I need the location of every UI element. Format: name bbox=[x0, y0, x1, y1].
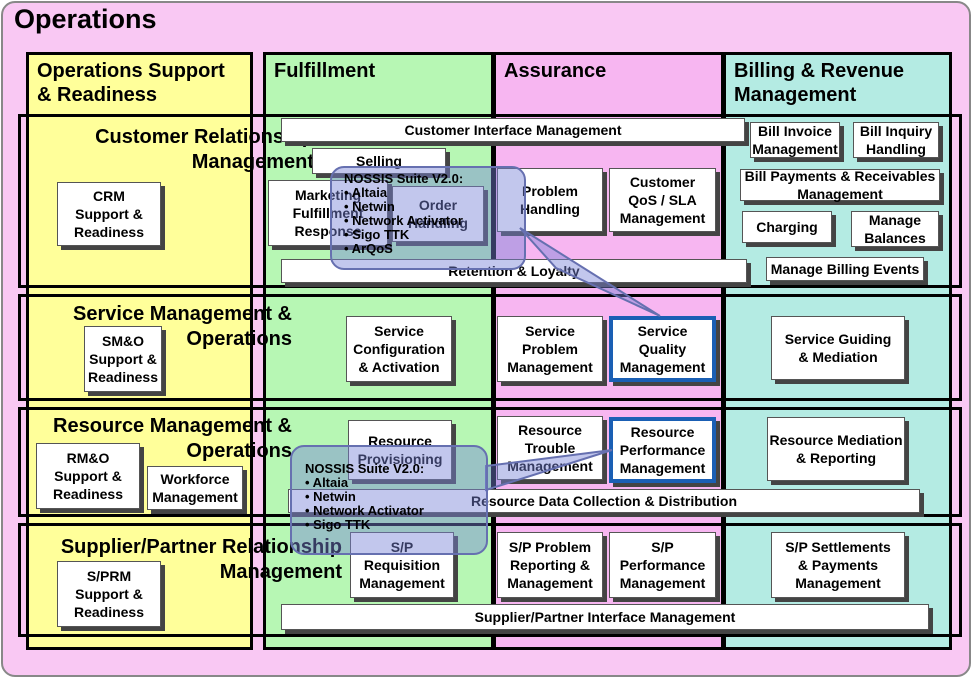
manage-billing-events-box[interactable]: Manage Billing Events bbox=[766, 257, 924, 281]
service-quality-box[interactable]: Service Quality Management bbox=[609, 316, 716, 382]
callout-bottom-pointer bbox=[485, 449, 613, 492]
row-sprm bbox=[18, 523, 962, 637]
page-title: Operations bbox=[14, 4, 157, 34]
sp-interface-box[interactable]: Supplier/Partner Interface Management bbox=[281, 604, 929, 630]
nossis-callout-top-text: NOSSIS Suite V2.0: • Altaia • Netwin • N… bbox=[344, 171, 464, 256]
resource-performance-box[interactable]: Resource Performance Management bbox=[609, 417, 716, 483]
resource-data-box[interactable]: Resource Data Collection & Distribution bbox=[288, 489, 920, 513]
column-fulfillment-header: Fulfillment bbox=[274, 60, 376, 82]
smo-support-box[interactable]: SM&O Support & Readiness bbox=[84, 326, 162, 392]
workforce-box[interactable]: Workforce Management bbox=[147, 466, 243, 510]
customer-interface-box[interactable]: Customer Interface Management bbox=[281, 118, 745, 142]
row-smo bbox=[18, 294, 962, 401]
nossis-callout-top bbox=[330, 166, 526, 270]
rmo-support-box[interactable]: RM&O Support & Readiness bbox=[36, 443, 140, 509]
column-assurance-header: Assurance bbox=[504, 60, 607, 82]
service-config-box[interactable]: Service Configuration & Activation bbox=[346, 316, 452, 382]
row-crm bbox=[18, 114, 962, 288]
manage-balances-box[interactable]: Manage Balances bbox=[851, 211, 939, 247]
charging-box[interactable]: Charging bbox=[742, 211, 832, 243]
sp-problem-box[interactable]: S/P Problem Reporting & Management bbox=[497, 532, 603, 598]
bill-invoice-box[interactable]: Bill Invoice Management bbox=[750, 122, 840, 158]
sprm-support-box[interactable]: S/PRM Support & Readiness bbox=[57, 561, 161, 627]
nossis-callout-bottom-text: NOSSIS Suite V2.0: • Altaia • Netwin • N… bbox=[305, 461, 425, 532]
order-handling-box[interactable]: Order Handling bbox=[392, 186, 484, 242]
resource-provisioning-box[interactable]: Resource Provisioning bbox=[348, 420, 452, 480]
row-rmo bbox=[18, 407, 962, 517]
sp-settlements-box[interactable]: S/P Settlements & Payments Management bbox=[771, 532, 905, 598]
nossis-callout-bottom bbox=[290, 445, 488, 555]
row-rmo-label: Resource Management & Operations bbox=[53, 415, 292, 462]
customer-qos-box[interactable]: Customer QoS / SLA Management bbox=[609, 168, 716, 232]
sp-requisition-box[interactable]: S/P Requisition Management bbox=[350, 532, 454, 598]
marketing-box[interactable]: Marketing Fulfillment Response bbox=[268, 180, 388, 246]
service-guiding-box[interactable]: Service Guiding & Mediation bbox=[771, 316, 905, 380]
service-problem-box[interactable]: Service Problem Management bbox=[497, 316, 603, 382]
bill-payments-box[interactable]: Bill Payments & Receivables Management bbox=[740, 168, 940, 202]
column-billing-header: Billing & Revenue Management bbox=[734, 60, 905, 106]
column-osr-header: Operations Support & Readiness bbox=[37, 60, 225, 106]
row-sprm-label: Supplier/Partner Relationship Management bbox=[60, 536, 342, 583]
resource-mediation-box[interactable]: Resource Mediation & Reporting bbox=[767, 417, 905, 481]
callout-top-pointer bbox=[519, 227, 661, 317]
sp-performance-box[interactable]: S/P Performance Management bbox=[609, 532, 716, 598]
row-smo-label: Service Management & Operations bbox=[73, 303, 292, 350]
bill-inquiry-box[interactable]: Bill Inquiry Handling bbox=[853, 122, 939, 158]
crm-support-box[interactable]: CRM Support & Readiness bbox=[57, 182, 161, 246]
